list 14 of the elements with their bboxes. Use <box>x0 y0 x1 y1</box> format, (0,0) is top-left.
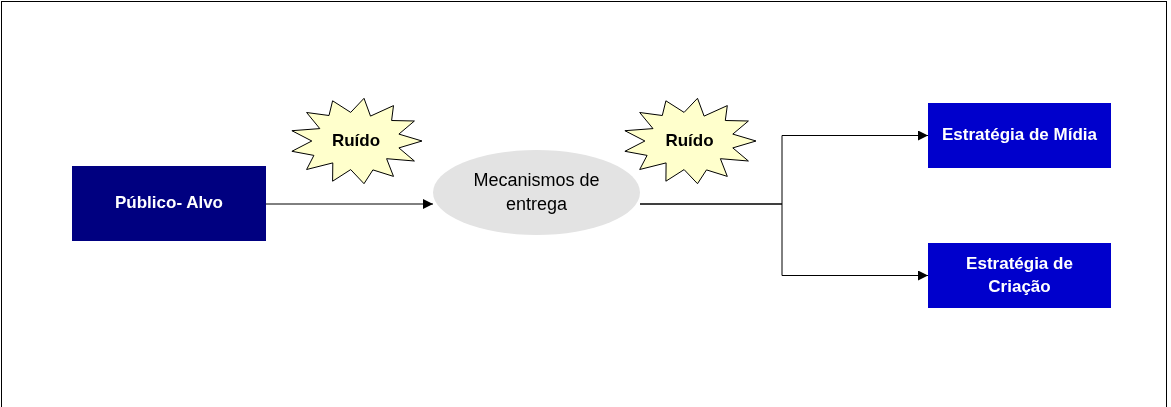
starburst-shape <box>288 96 424 186</box>
process-box <box>928 243 1111 308</box>
node-label: Mecanismos de entrega <box>472 169 601 216</box>
arrow <box>639 203 929 281</box>
starburst-shape <box>621 96 758 186</box>
node-label: Público- Alvo <box>115 192 223 215</box>
node-label: Ruído <box>331 129 381 152</box>
process-box <box>72 166 266 241</box>
arrow <box>265 199 434 209</box>
ellipse-node <box>433 150 640 235</box>
node-label: Ruído <box>665 129 714 152</box>
node-label: Estratégia de Mídia <box>942 124 1097 147</box>
node-label: Estratégia de Criação <box>965 253 1074 298</box>
process-box <box>928 103 1111 168</box>
